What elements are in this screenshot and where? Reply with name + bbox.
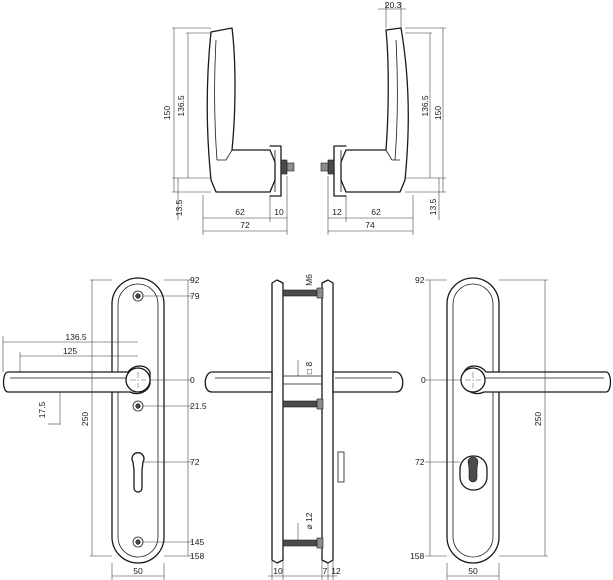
dim-right-height-handle: 136.5 xyxy=(420,95,430,117)
back-pos-158: 158 xyxy=(410,551,424,561)
back-dim-plate-height: 250 xyxy=(533,412,543,426)
front-dim-offset: 17.5 xyxy=(37,401,47,418)
front-dim-reach-2: 125 xyxy=(63,346,77,356)
top-right-handle xyxy=(320,2,446,235)
dim-right-total-projection: 74 xyxy=(365,220,375,230)
back-pos-92: 92 xyxy=(415,275,425,285)
front-dim-plate-height: 250 xyxy=(80,412,90,426)
dim-right-height-total: 150 xyxy=(433,106,443,120)
dim-left-rose-depth: 10 xyxy=(274,207,284,217)
dim-left-projection: 62 xyxy=(235,207,245,217)
front-plate-view xyxy=(2,277,192,580)
front-pos-145: 145 xyxy=(190,537,204,547)
dim-right-rose-depth: 12 xyxy=(332,207,342,217)
side-thread: M6 xyxy=(304,274,314,286)
side-dim-12: 12 xyxy=(331,566,341,576)
dim-left-rose-height: 13.5 xyxy=(174,199,184,216)
front-pos-92: 92 xyxy=(190,275,200,285)
front-dim-plate-width: 50 xyxy=(133,566,143,576)
dim-left-total-projection: 72 xyxy=(240,220,250,230)
front-pos-158: 158 xyxy=(190,551,204,561)
side-dim-7: 7 xyxy=(323,566,328,576)
dim-right-grip-width: 20.3 xyxy=(385,0,402,10)
side-dim-10: 10 xyxy=(273,566,283,576)
side-spindle: □ 8 xyxy=(304,362,314,374)
back-plate-view xyxy=(425,277,612,580)
back-pos-72: 72 xyxy=(415,457,425,467)
dim-right-projection: 62 xyxy=(371,207,381,217)
side-bolt-diameter: ⌀ 12 xyxy=(304,512,314,529)
dim-right-rose-height: 13.5 xyxy=(428,198,438,215)
front-pos-0: 0 xyxy=(190,375,195,385)
front-pos-79: 79 xyxy=(190,291,200,301)
front-pos-21-5: 21.5 xyxy=(190,401,207,411)
front-dim-reach: 136.5 xyxy=(65,332,87,342)
front-pos-72: 72 xyxy=(190,457,200,467)
dim-left-height-handle: 136.5 xyxy=(176,95,186,117)
back-pos-0: 0 xyxy=(421,375,426,385)
side-section-view xyxy=(204,279,404,580)
dim-left-height-total: 150 xyxy=(162,106,172,120)
top-left-handle xyxy=(172,27,295,235)
back-dim-plate-width: 50 xyxy=(468,566,478,576)
